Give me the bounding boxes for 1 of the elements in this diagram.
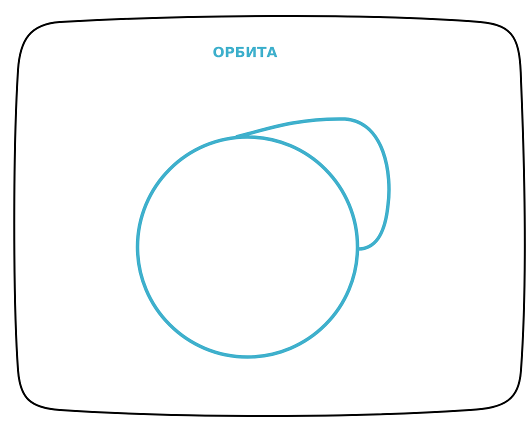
screen-title: ОРБИТА — [213, 46, 278, 58]
